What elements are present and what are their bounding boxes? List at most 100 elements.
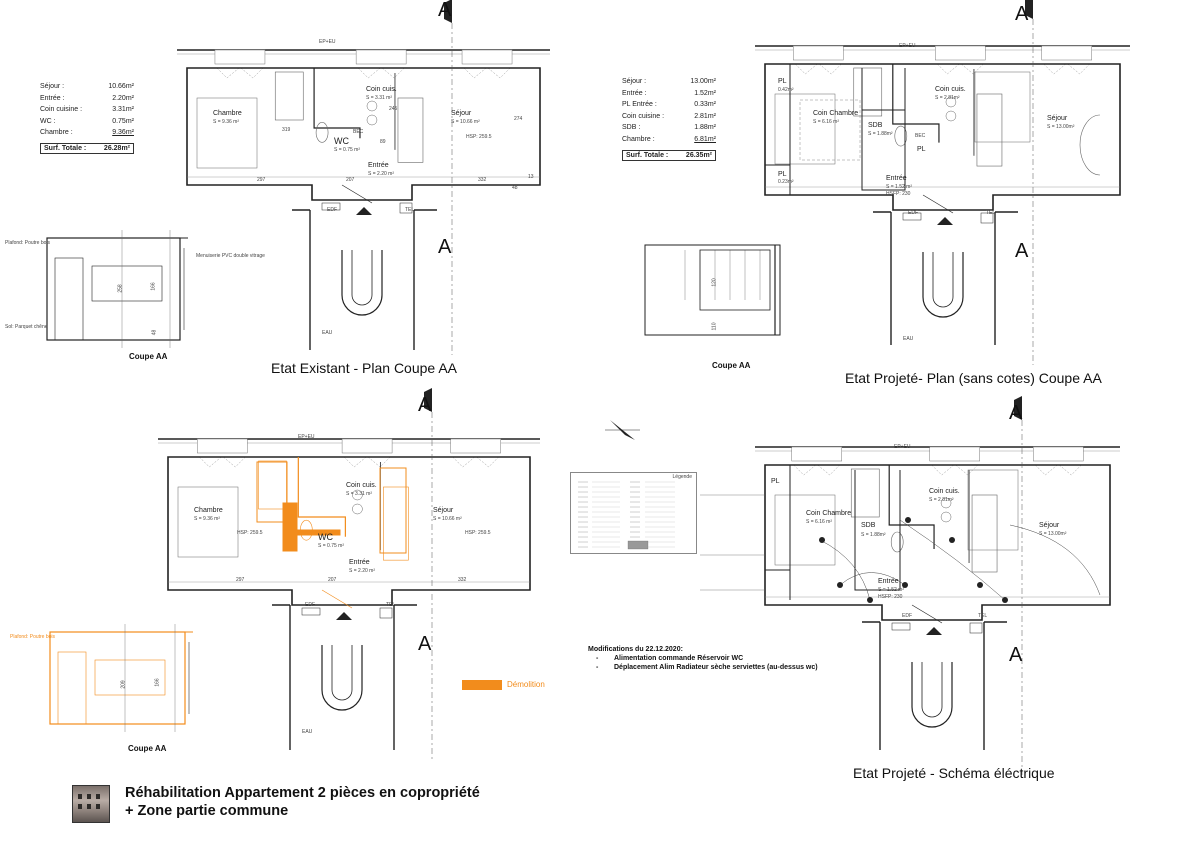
room-area: S = 13.00m² bbox=[1047, 124, 1075, 130]
area-label: Coin cuisine : bbox=[622, 112, 665, 120]
modification-item: Alimentation commande Réservoir WC bbox=[588, 654, 818, 663]
section-marker-a: A bbox=[438, 0, 452, 21]
area-row: Entrée :2.20m² bbox=[40, 95, 134, 107]
tel-box bbox=[969, 622, 983, 634]
room-label: Coin cuis. bbox=[929, 488, 960, 495]
door bbox=[911, 604, 943, 624]
cooktop bbox=[940, 497, 952, 509]
tag: EDF bbox=[305, 602, 315, 608]
dimension: 13 bbox=[528, 174, 534, 180]
interior-wall bbox=[888, 465, 935, 549]
room-area: S = 9.36 m² bbox=[194, 516, 220, 522]
tag: TEL bbox=[386, 602, 396, 608]
room-area: 0.23m² bbox=[778, 179, 794, 185]
area-value: 13.00m² bbox=[690, 78, 716, 85]
room-area: S = 2.81m² bbox=[929, 497, 954, 503]
section-arrow bbox=[937, 217, 953, 225]
room-area: S = 10.66 m² bbox=[433, 516, 462, 522]
height-label: HSP: 259.5 bbox=[237, 530, 263, 536]
room-label: Entrée bbox=[349, 559, 370, 566]
room-label: Séjour bbox=[451, 110, 472, 117]
interior-wall bbox=[892, 64, 940, 143]
window bbox=[791, 446, 842, 462]
interior-wall bbox=[313, 68, 361, 139]
area-value: 10.66m² bbox=[108, 83, 134, 90]
window bbox=[935, 45, 986, 61]
dimension: 120 bbox=[711, 278, 718, 287]
section-furniture bbox=[94, 659, 166, 696]
room-area: S = 2.20 m² bbox=[349, 568, 375, 574]
section-arrow bbox=[356, 207, 372, 215]
area-label: Entrée : bbox=[40, 94, 65, 102]
cooktop bbox=[352, 503, 363, 515]
area-label: Séjour : bbox=[622, 78, 647, 85]
room-area: S = 3.31 m² bbox=[366, 95, 392, 101]
wardrobe bbox=[274, 71, 304, 121]
cooktop bbox=[366, 100, 378, 112]
dimension: 297 bbox=[257, 177, 266, 183]
area-row: Entrée :1.52m² bbox=[622, 90, 716, 102]
stair bbox=[922, 252, 964, 318]
dimension: 48 bbox=[151, 329, 158, 336]
tel-box bbox=[980, 212, 994, 224]
stair bbox=[331, 645, 353, 701]
section-marker-a: A bbox=[1009, 644, 1023, 666]
section-arrow bbox=[424, 388, 432, 412]
dimension: 209 bbox=[120, 680, 127, 689]
project-title: Réhabilitation Appartement 2 pièces en c… bbox=[125, 784, 480, 820]
section-title: Coupe AA bbox=[129, 352, 168, 361]
room-label: SDB bbox=[868, 122, 883, 129]
room-label: Coin cuis. bbox=[346, 482, 377, 489]
section-marker-a: A bbox=[1009, 402, 1023, 424]
area-row: Coin cuisine :2.81m² bbox=[622, 113, 716, 125]
area-label: Chambre : bbox=[622, 135, 655, 143]
window-swing bbox=[216, 67, 264, 79]
bed bbox=[774, 93, 836, 165]
area-row: Séjour :10.66m² bbox=[40, 83, 134, 95]
stair bbox=[351, 250, 373, 306]
section-arrow bbox=[926, 627, 942, 635]
tag: EP+EU bbox=[894, 444, 911, 450]
area-label: Coin cuisine : bbox=[40, 106, 83, 114]
tag: EDF bbox=[327, 207, 337, 213]
area-total: Surf. Totale :26.28m² bbox=[40, 142, 134, 154]
tag: EP+EU bbox=[319, 39, 336, 45]
project-title-line: Réhabilitation Appartement 2 pièces en c… bbox=[125, 785, 480, 801]
legend-title: Légende bbox=[672, 474, 692, 480]
area-row: Séjour : 13.00m² bbox=[622, 78, 716, 90]
light-point bbox=[837, 582, 843, 588]
room-area: S = 6.16 m² bbox=[813, 119, 839, 125]
window bbox=[793, 45, 844, 61]
room-area: S = 9.36 m² bbox=[213, 119, 239, 125]
room-label: Entrée bbox=[886, 175, 907, 182]
cooktop bbox=[940, 511, 952, 523]
tag: TEL bbox=[978, 613, 988, 619]
dimension: 48 bbox=[512, 185, 518, 191]
light-point bbox=[867, 597, 873, 603]
dimension: 319 bbox=[282, 127, 291, 133]
plan-title: Etat Projeté - Schéma éléctrique bbox=[853, 765, 1055, 781]
window-swing bbox=[463, 67, 511, 79]
area-label: Chambre : bbox=[40, 129, 73, 137]
room-label: PL bbox=[771, 478, 780, 485]
dimension: 332 bbox=[458, 577, 467, 583]
section-marker-a: A bbox=[418, 633, 432, 655]
area-label: WC : bbox=[40, 117, 56, 125]
interior-wall bbox=[765, 64, 906, 195]
wardrobe bbox=[850, 468, 880, 518]
tag: EP+EU bbox=[899, 43, 916, 49]
electrical-circuit bbox=[819, 519, 1101, 601]
project-title-line: + Zone partie commune bbox=[125, 803, 289, 819]
room-label: Séjour bbox=[433, 507, 454, 514]
dimension: 245 bbox=[389, 106, 398, 112]
annotation: Menuiserie PVC double vitrage bbox=[196, 253, 265, 259]
area-row: Coin cuisine :3.31m² bbox=[40, 106, 134, 118]
area-label: PL Entrée : bbox=[622, 101, 657, 109]
legend-swatch bbox=[627, 540, 649, 550]
edf-box bbox=[902, 212, 922, 221]
stairwell-wall bbox=[292, 209, 437, 350]
total-label: Surf. Totale : bbox=[626, 151, 669, 159]
stair bbox=[321, 645, 363, 711]
area-label: SDB : bbox=[622, 124, 641, 132]
section-title: Coupe AA bbox=[712, 361, 751, 370]
